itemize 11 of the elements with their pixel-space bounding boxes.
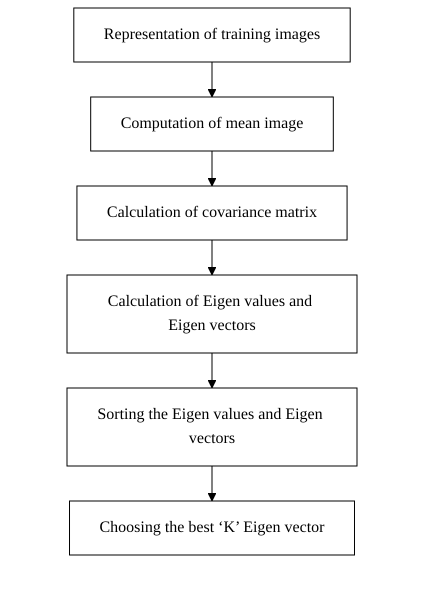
node-box: Computation of mean image — [90, 96, 334, 152]
arrow — [208, 352, 216, 388]
node-box: Representation of training images — [73, 8, 351, 62]
arrow — [208, 150, 216, 186]
arrow — [208, 466, 216, 502]
node-box: Calculation of Eigen values and Eigen vectors — [66, 274, 358, 354]
node-box: Calculation of covariance matrix — [76, 186, 348, 240]
node-box: Sorting the Eigen values and Eigen vectors — [66, 388, 358, 466]
arrow — [208, 240, 216, 276]
arrow — [208, 62, 216, 98]
node-box: Choosing the best ‘K’ Eigen vector — [69, 500, 355, 556]
